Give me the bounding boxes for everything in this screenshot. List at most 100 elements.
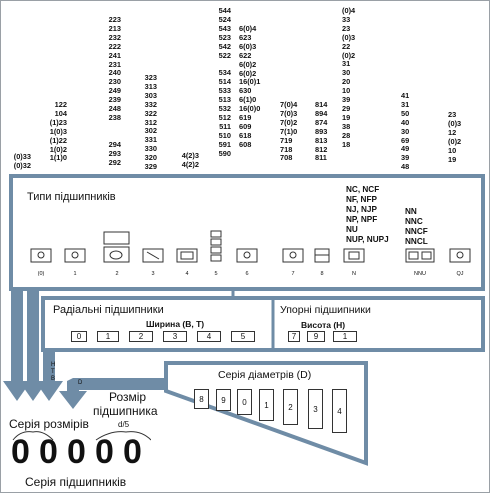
series-code: 303 [144,90,157,100]
series-code: 332 [144,99,157,109]
radial-title: Радіальні підшипники [53,304,164,316]
series-code: 238 [108,112,121,122]
series-code: 293 [108,148,121,158]
bearing-icon-6 [236,248,258,263]
diameter-trapezoid [164,361,368,466]
thrust-title: Упорні підшипники [280,304,371,316]
series-code: 49 [401,144,410,154]
series-code: 513 [218,95,231,105]
series-code: 6(0)3 [239,41,257,51]
diameter-series-cell: 9 [216,389,231,411]
letter-d: D [78,380,83,386]
series-code: 708 [280,153,293,163]
series-code: 543 [218,23,231,33]
bearing-icon-nnu [405,248,435,263]
width-series-cell: 2 [129,331,153,342]
height-series-cell: 9 [307,331,325,342]
series-code: 213 [108,23,121,33]
series-code: 39 [401,153,410,163]
bearing-icon-4 [176,248,198,263]
series-code: 50 [401,108,410,118]
size-series-label: Серія розмірів [9,417,89,431]
series-code: 12 [448,127,457,137]
series-code: 230 [108,77,121,87]
series-code: 23 [448,110,457,119]
series-code: 1(0)2 [49,144,67,154]
series-code: 1(0)3 [49,126,67,136]
series-code: 522 [218,50,231,60]
bore-size-formula: d/5 [118,420,130,429]
bearing-type-label: 3 [151,271,155,277]
designation-digit: 0 [39,433,58,471]
series-code: 524 [218,14,231,24]
series-code: 232 [108,32,121,42]
series-code: 249 [108,86,121,96]
series-code: 618 [239,130,252,140]
bearing-icon-qj [449,248,471,263]
thrust-height-label: Висота (H) [301,320,346,330]
series-code: 331 [144,135,157,145]
bearing-type-label: 1 [73,271,77,277]
series-code: 719 [280,135,293,145]
series-code: 6(1)0 [239,95,257,105]
series-code: 312 [144,117,157,127]
series-code: 20 [342,77,351,87]
bearing-type-label: QJ [456,271,464,277]
series-code: 292 [108,157,121,167]
series-code: 4(2)2 [181,159,199,169]
series-code: 544 [218,6,231,15]
bearing-series-label: Серія підшипників [25,475,127,489]
bearing-icon-2 [103,231,130,263]
series-code: 7(0)4 [280,100,298,109]
series-code: 16(0)1 [239,77,261,87]
series-column-1: (0)33(0)32 [5,152,31,171]
radial-width-label: Ширина (B, T) [146,319,205,329]
type-code: NNCF [405,227,428,236]
series-code: 7(0)3 [280,108,298,118]
series-code: (0)32 [13,160,31,170]
series-code: 894 [315,108,328,118]
series-code: 511 [219,121,231,131]
series-code: 302 [144,126,157,136]
series-code: 30 [401,126,410,136]
designation-digit: 0 [95,433,114,471]
type-code: NU [346,225,358,234]
series-code: (0)3 [342,32,356,42]
bearing-type-label: N [352,271,356,277]
type-code: NF, NFP [346,195,377,204]
series-code: 630 [239,86,252,96]
series-code: 33 [342,14,351,24]
bearing-icon-n [343,248,365,263]
type-code: NC, NCF [346,185,380,194]
series-code: 608 [239,139,252,149]
series-code: 69 [401,135,410,145]
series-code: 313 [144,81,157,91]
bearing-icon-3 [142,248,164,263]
series-code: 1(1)0 [49,153,67,163]
series-code: 718 [280,144,293,154]
series-code: 10 [342,86,351,96]
series-code: 812 [315,144,328,154]
diameter-series-cell: 4 [332,389,347,433]
series-code: 241 [108,50,121,60]
diameter-title: Серія діаметрів (D) [218,369,312,381]
letter-t: T [51,369,55,375]
diameter-series-cell: 3 [308,389,323,429]
width-series-cell: 4 [197,331,221,342]
series-code: (1)22 [49,135,67,145]
series-code: 19 [448,154,457,164]
series-code: 239 [108,95,121,105]
series-code: 813 [315,135,328,145]
series-code: 622 [239,50,252,60]
height-series-cell: 1 [333,331,357,342]
bearing-type-label: (0) [37,271,45,277]
bearing-icon-1 [64,248,86,263]
